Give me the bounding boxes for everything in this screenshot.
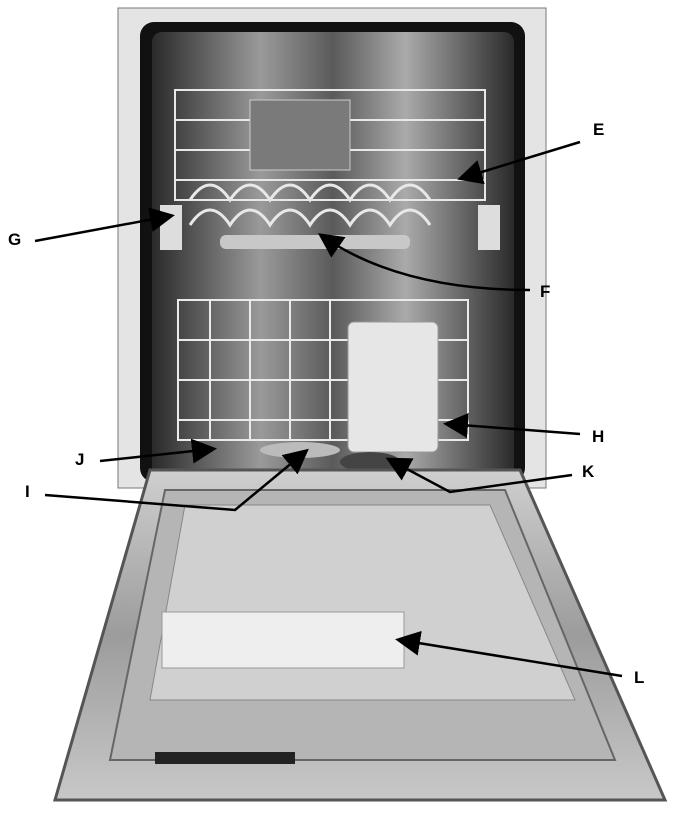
label-h: H bbox=[592, 427, 604, 446]
filter bbox=[340, 452, 400, 472]
arrow-f bbox=[317, 233, 531, 292]
open-door bbox=[53, 468, 668, 802]
arrow-e bbox=[457, 140, 581, 185]
arrow-j bbox=[99, 438, 217, 464]
arrow-k bbox=[385, 457, 573, 494]
upper-spray-arm bbox=[220, 235, 410, 249]
label-l: L bbox=[634, 668, 644, 687]
label-k: K bbox=[582, 462, 595, 481]
label-f: F bbox=[540, 282, 550, 301]
upper-basket bbox=[174, 89, 486, 228]
rail-stop-left bbox=[160, 205, 182, 250]
arrow-g bbox=[34, 207, 175, 243]
label-g: G bbox=[8, 230, 21, 249]
rating-plate bbox=[155, 752, 295, 764]
label-j: J bbox=[75, 450, 84, 469]
arrow-i bbox=[44, 448, 309, 512]
label-e: E bbox=[593, 120, 604, 139]
rail-stop-right bbox=[478, 205, 500, 250]
arrow-h bbox=[443, 413, 581, 438]
arrow-l bbox=[395, 630, 623, 678]
callout-arrows bbox=[34, 140, 623, 678]
detergent-housing bbox=[249, 99, 351, 171]
cutlery-basket bbox=[347, 321, 439, 453]
label-i: I bbox=[25, 482, 30, 501]
detergent-dispenser bbox=[161, 611, 405, 669]
